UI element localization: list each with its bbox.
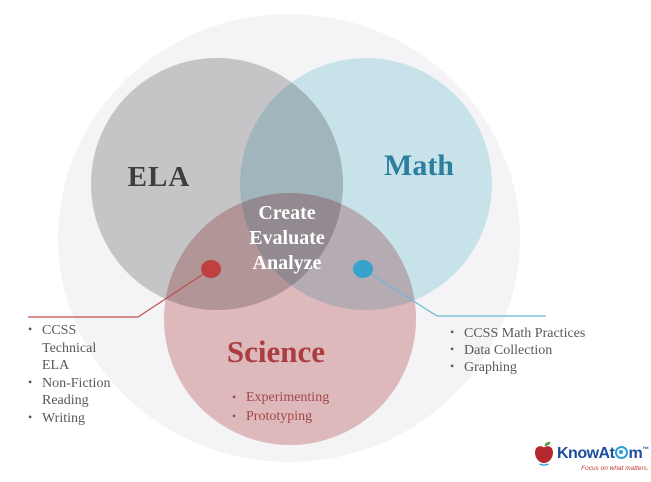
apple-base-line [539,463,549,466]
logo-text-m: m [628,444,643,462]
list-item-text: Graphing [464,360,517,375]
list-item-line: Technical [42,340,97,356]
math-callout-list: • CCSS Math Practices • Data Collection … [450,325,650,376]
center-label-analyze: Analyze [252,252,322,274]
list-item: • Graphing [450,359,650,376]
list-item: • Experimenting [232,389,329,408]
bullet-icon: • [232,390,237,404]
bullet-icon: • [28,322,33,336]
bullet-icon: • [450,359,455,373]
center-label-create: Create [258,202,316,224]
ela-label: ELA [127,161,191,193]
apple-body [535,446,553,463]
ela-callout-list: • CCSS Technical ELA • Non-Fiction Readi… [28,322,148,427]
science-circle [164,193,416,445]
list-item-line: Non-Fiction [42,375,111,391]
list-item-line: Writing [42,410,85,426]
apple-icon [535,441,553,466]
list-item: • Writing [28,410,148,428]
list-item: • CCSS Technical ELA [28,322,148,375]
atom-nucleus [619,450,624,454]
list-item-line: Reading [42,393,89,408]
science-items-list: • Experimenting • Prototyping [232,389,329,426]
center-overlap-labels: Create Evaluate Analyze [249,201,325,276]
science-label: Science [226,334,326,369]
math-label: Math [384,149,454,182]
logo-tagline: Focus on what matters. [581,465,649,472]
list-item-text: Experimenting [246,390,330,405]
logo-text-knowat: KnowAt [557,444,615,462]
list-item: • Data Collection [450,342,650,359]
list-item: • Prototyping [232,408,329,427]
bullet-icon: • [450,325,455,339]
list-item-line: ELA [42,358,70,373]
list-item: • Non-Fiction Reading [28,375,148,410]
list-item-text: Prototyping [246,408,313,424]
bullet-icon: • [450,342,455,356]
list-item: • CCSS Math Practices [450,325,650,342]
bullet-icon: • [28,374,33,389]
center-label-evaluate: Evaluate [249,227,325,249]
list-item-text: CCSS Math Practices [464,326,586,341]
trademark-symbol: ™ [642,446,649,454]
apple-leaf [544,441,551,446]
list-item-line: CCSS [42,323,77,338]
list-item-text: Data Collection [464,343,553,358]
bullet-icon: • [28,409,33,424]
atom-icon [614,445,628,459]
bullet-icon: • [232,408,237,423]
